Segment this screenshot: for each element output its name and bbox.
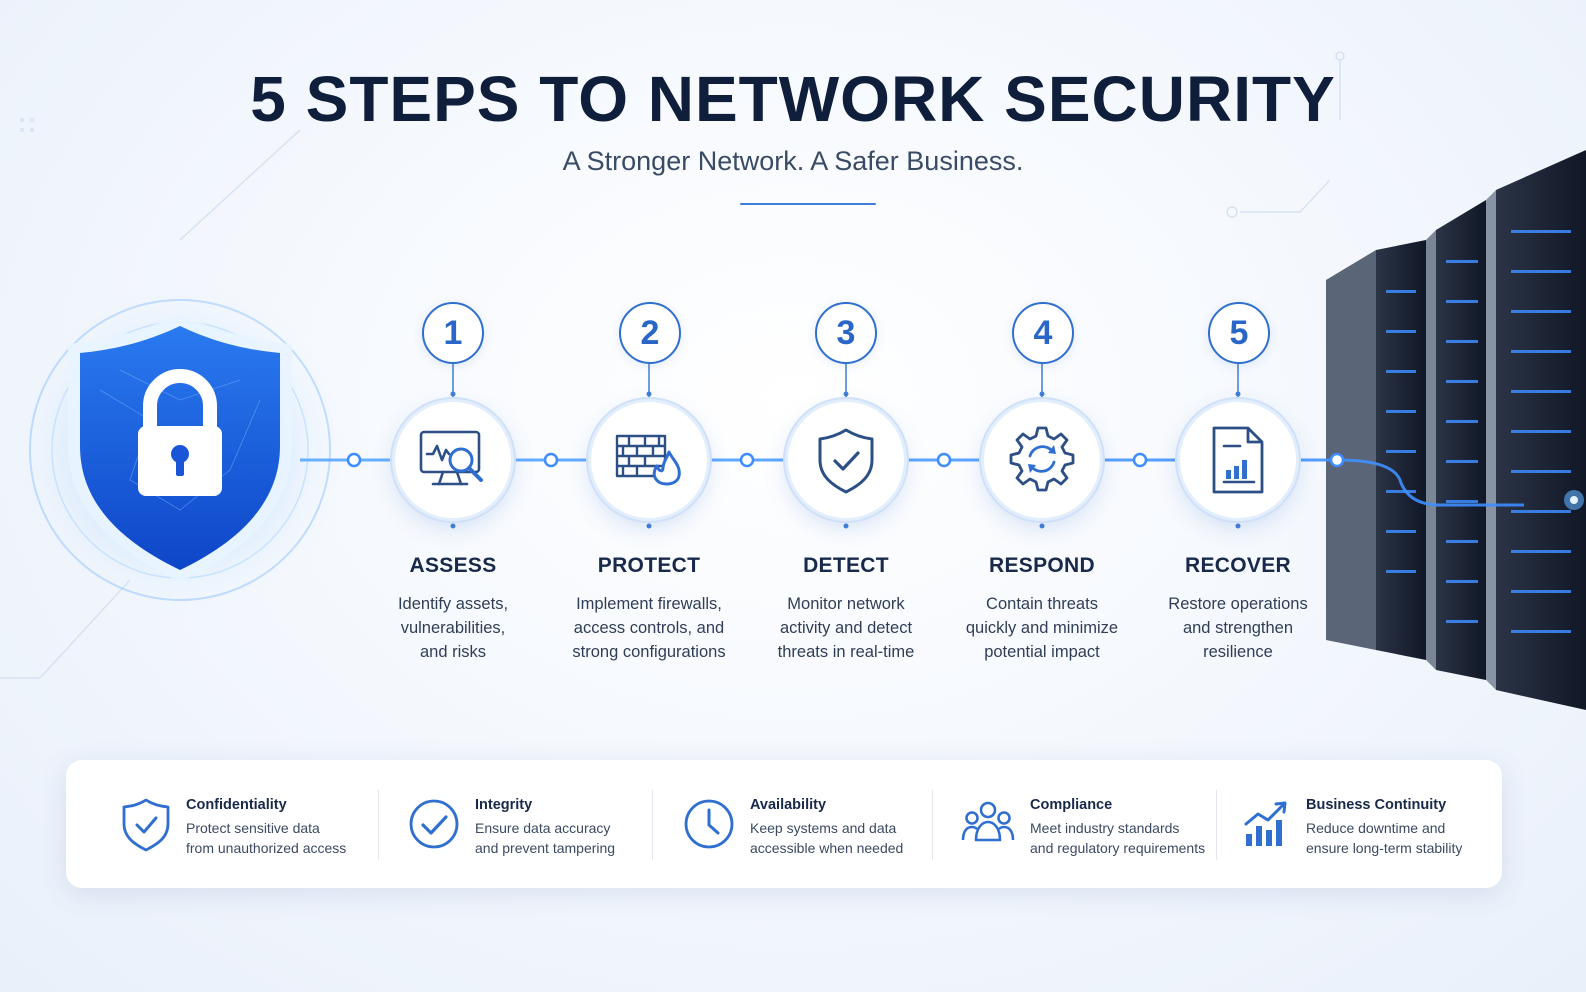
growth-chart-icon: [1244, 801, 1287, 846]
security-shield-graphic: [0, 270, 360, 630]
people-group-icon: [961, 801, 1015, 842]
step-icon-circle: [1180, 402, 1296, 518]
step-icon-circle: [395, 402, 511, 518]
gear-refresh-icon: [1009, 426, 1075, 492]
server-rack-icon: [1326, 150, 1586, 710]
step-number-badge: 4: [1012, 302, 1074, 364]
pillar-divider: [378, 790, 379, 860]
step-title: RESPOND: [989, 554, 1095, 577]
step-number-badge: 5: [1208, 302, 1270, 364]
report-chart-icon: [1212, 426, 1264, 494]
step-number-badge: 2: [619, 302, 681, 364]
step-description: Implement firewalls,access controls, and…: [572, 595, 726, 661]
check-circle-icon: [409, 799, 459, 849]
page-subtitle: A Stronger Network. A Safer Business.: [562, 146, 1024, 176]
title-divider: [740, 203, 876, 205]
pillar-title: Availability: [750, 797, 827, 813]
step-icon-circle: [788, 402, 904, 518]
step-title: PROTECT: [597, 554, 701, 577]
step-number-badge: 1: [422, 302, 484, 364]
page-title: 5 STEPS TO NETWORK SECURITY: [250, 63, 1336, 135]
shield-check-icon: [122, 798, 170, 852]
pillar-divider: [1216, 790, 1217, 860]
step-description: Identify assets,vulnerabilities,and risk…: [397, 595, 509, 661]
firewall-icon: [615, 434, 681, 486]
pillar-title: Compliance: [1030, 797, 1113, 813]
shield-lock-icon: [2, 272, 358, 628]
monitor-search-icon: [419, 430, 483, 486]
pillar-title: Confidentiality: [186, 797, 287, 813]
server-racks-graphic: [1326, 130, 1586, 730]
pillar-divider: [932, 790, 933, 860]
step-number-badge: 3: [815, 302, 877, 364]
step-title: DETECT: [803, 554, 889, 577]
step-title: ASSESS: [409, 554, 497, 577]
pillar-title: Business Continuity: [1306, 797, 1447, 813]
clock-icon: [684, 799, 734, 849]
step-icon-circle: [591, 402, 707, 518]
pillar-divider: [652, 790, 653, 860]
pillar-title: Integrity: [475, 797, 533, 813]
step-title: RECOVER: [1185, 554, 1291, 577]
step-icon-circle: [984, 402, 1100, 518]
shield-check-icon: [818, 428, 874, 494]
